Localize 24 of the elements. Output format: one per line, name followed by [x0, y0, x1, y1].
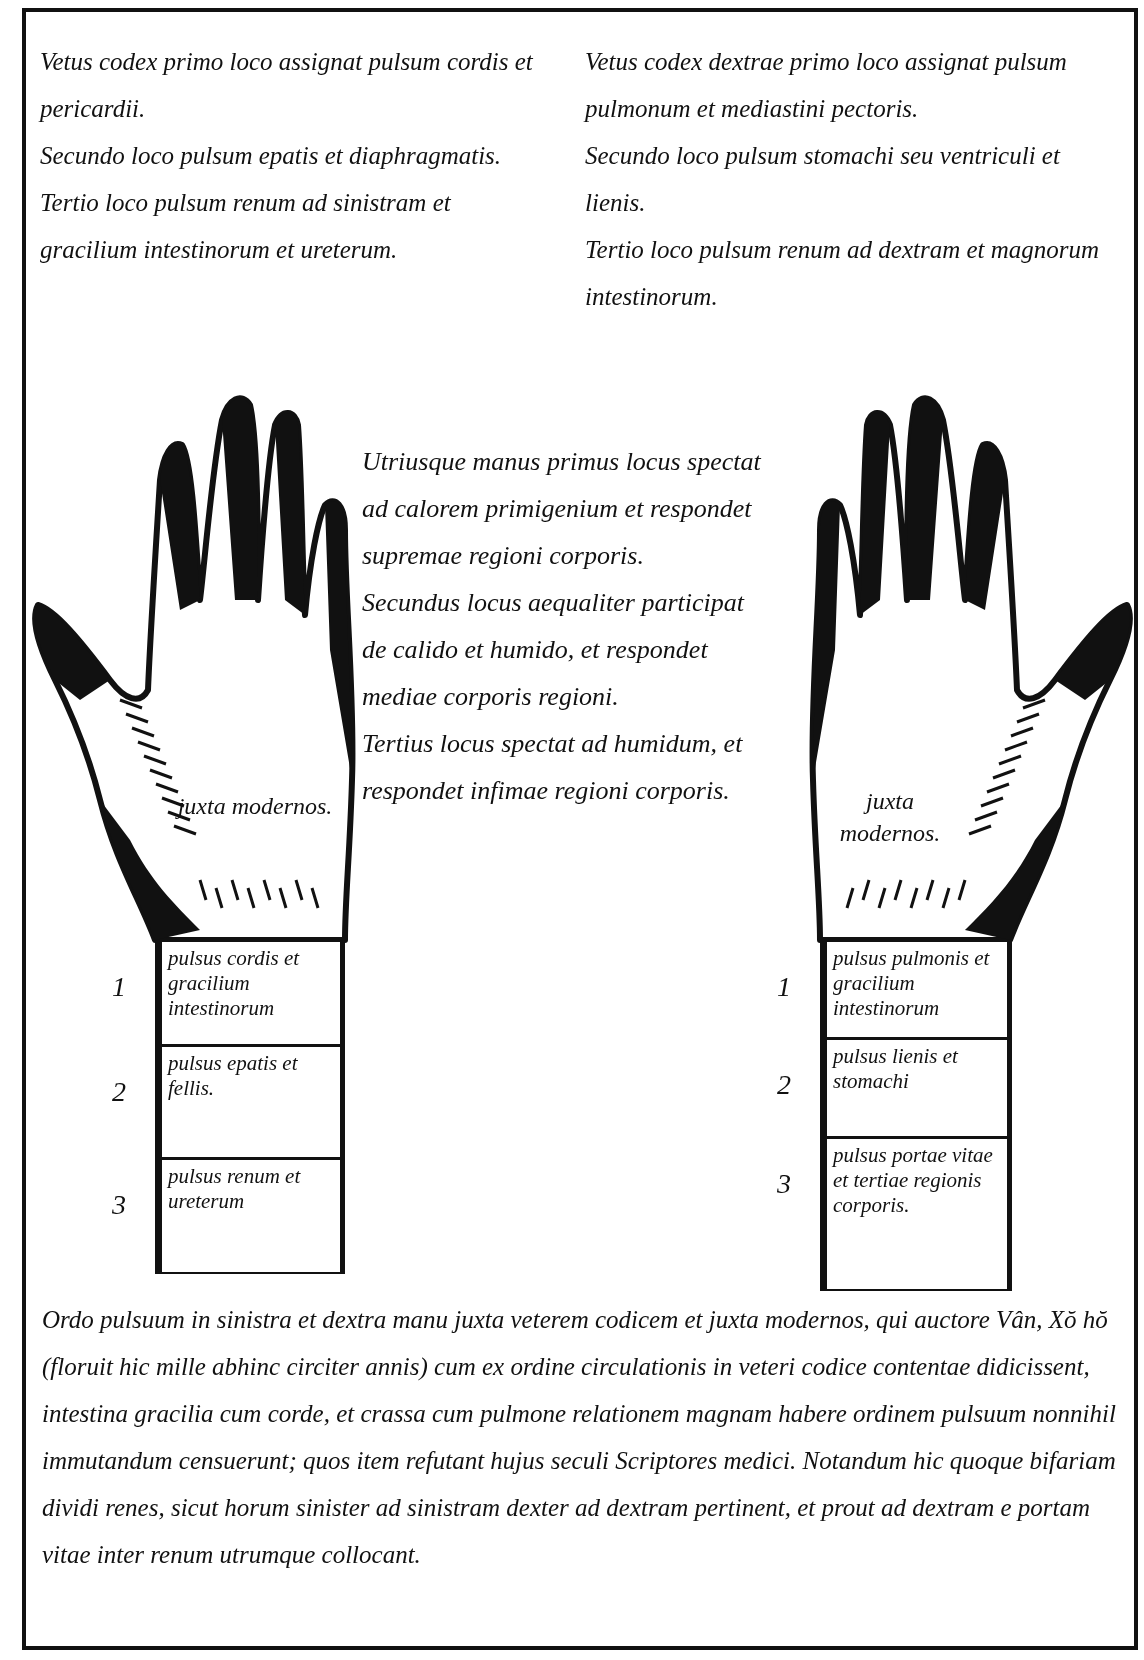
latin-paragraph: Vetus codex primo loco assignat pulsum cordis et pericardii.: [40, 47, 534, 124]
latin-paragraph: Tertius locus spectat ad humidum, et respondet infimae regioni corporis.: [362, 728, 744, 807]
latin-paragraph: Tertio loco pulsum renum ad sinistram et gracilium intestinorum et ureterum.: [40, 188, 452, 265]
latin-paragraph: Secundus locus aequaliter participat de calido et humido, et respondet mediae corporis regioni.: [362, 587, 746, 713]
callout-number: 3: [112, 1188, 126, 1222]
callout-number: 2: [112, 1075, 126, 1109]
palm-caption: juxta modernos.: [838, 787, 942, 848]
band-text: pulsus epatis et fellis.: [168, 1051, 299, 1102]
latin-paragraph: Secundo loco pulsum epatis et diaphragmatis.: [40, 141, 503, 171]
band-text: pulsus renum et ureterum: [168, 1164, 302, 1215]
callout-number: 2: [777, 1068, 791, 1102]
band-text: pulsus cordis et gracilium intestinorum: [168, 946, 301, 1022]
callout-number: 3: [777, 1167, 791, 1201]
latin-paragraph: Utriusque manus primus locus spectat ad calorem primigenium et respondet supremae regioni corporis.: [362, 446, 762, 572]
band-text: pulsus pulmonis et gracilium intestinorum: [833, 946, 991, 1022]
band-text: pulsus portae vitae et tertiae regionis corporis.: [833, 1143, 994, 1219]
callout-number: 1: [777, 970, 791, 1004]
palm-caption: juxta modernos.: [174, 792, 334, 821]
band-text: pulsus lienis et stomachi: [833, 1044, 960, 1095]
latin-paragraph: Tertio loco pulsum renum ad dextram et magnorum intestinorum.: [585, 235, 1101, 312]
latin-paragraph: Vetus codex dextrae primo loco assignat pulsum pulmonum et mediastini pectoris.: [585, 47, 1068, 124]
latin-paragraph: Ordo pulsuum in sinistra et dextra manu juxta veterem codicem et juxta modernos, qui auctore Vân, Xŏ hŏ (floruit hic mille abhinc circiter annis) cum ex ordine circulationis in veteri codice contentae didicissent, intestina gracilia cum corde, et crassa cum pulmone relationem magnam habere ordinem pulsuum nonnihil immutandum censuerunt; quos item refutant hujus seculi Scriptores medici. Notandum hic quoque bifariam dividi renes, sicut horum sinister ad sinistram dexter ad dextram pertinent, et prout ad dextram e portam vitae inter renum utrumque collocant.: [42, 1305, 1117, 1570]
callout-number: 1: [112, 970, 126, 1004]
latin-paragraph: Secundo loco pulsum stomachi seu ventriculi et lienis.: [585, 141, 1062, 218]
